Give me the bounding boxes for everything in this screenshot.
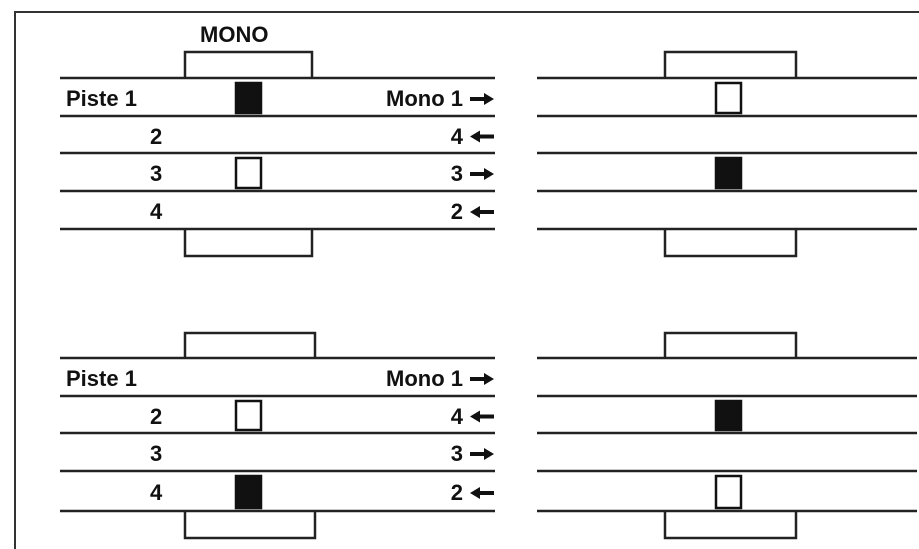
track-label-right-1-1: Mono 1 [386,86,463,111]
track-label-left-1-4: 4 [150,199,163,224]
track-label-left-1-3: 3 [150,161,163,186]
track-label-right-3-3: 3 [450,441,463,466]
mono-header: MONO [200,22,269,47]
head-bracket-top-3 [183,331,317,358]
direction-arrow-left-1-2 [470,130,494,143]
direction-arrow-right-3-3 [470,448,494,460]
direction-arrow-left-3-4 [470,487,494,499]
head-gap-filled-1-1 [234,81,263,115]
track-label-left-3-2: 2 [150,403,163,429]
head-bracket-bottom-2 [663,229,798,258]
direction-arrow-right-3-1 [470,373,494,385]
head-gap-open-1-2 [234,156,263,190]
track-label-right-3-1: Mono 1 [386,366,463,391]
head-gap-open-3-1 [234,399,263,432]
track-label-right-1-4: 2 [450,199,463,224]
head-gap-filled-4-1 [714,399,743,432]
head-bracket-bottom-4 [663,511,798,540]
track-label-right-1-2: 4 [450,123,463,149]
track-label-right-1-3: 3 [450,161,463,186]
head-gap-filled-3-2 [234,474,263,510]
direction-arrow-right-1-1 [470,93,494,105]
diagram-frame [14,11,919,549]
direction-arrow-left-1-4 [470,206,494,218]
track-label-left-3-1: Piste 1 [66,366,137,391]
head-gap-filled-2-2 [714,156,743,190]
track-label-right-3-4: 2 [450,480,463,505]
head-bracket-top-4 [663,331,798,358]
head-bracket-bottom-1 [183,229,314,258]
track-label-left-3-3: 3 [150,441,163,466]
direction-arrow-right-1-3 [470,168,494,180]
track-label-right-3-2: 4 [450,403,463,429]
track-label-left-3-4: 4 [150,480,163,505]
head-gap-open-2-1 [714,81,743,115]
direction-arrow-left-3-2 [470,410,494,423]
head-bracket-top-1 [183,50,314,78]
head-gap-open-4-2 [714,474,743,510]
head-bracket-bottom-3 [183,511,317,540]
track-label-left-1-1: Piste 1 [66,86,137,111]
track-label-left-1-2: 2 [150,123,163,149]
head-bracket-top-2 [663,50,798,78]
